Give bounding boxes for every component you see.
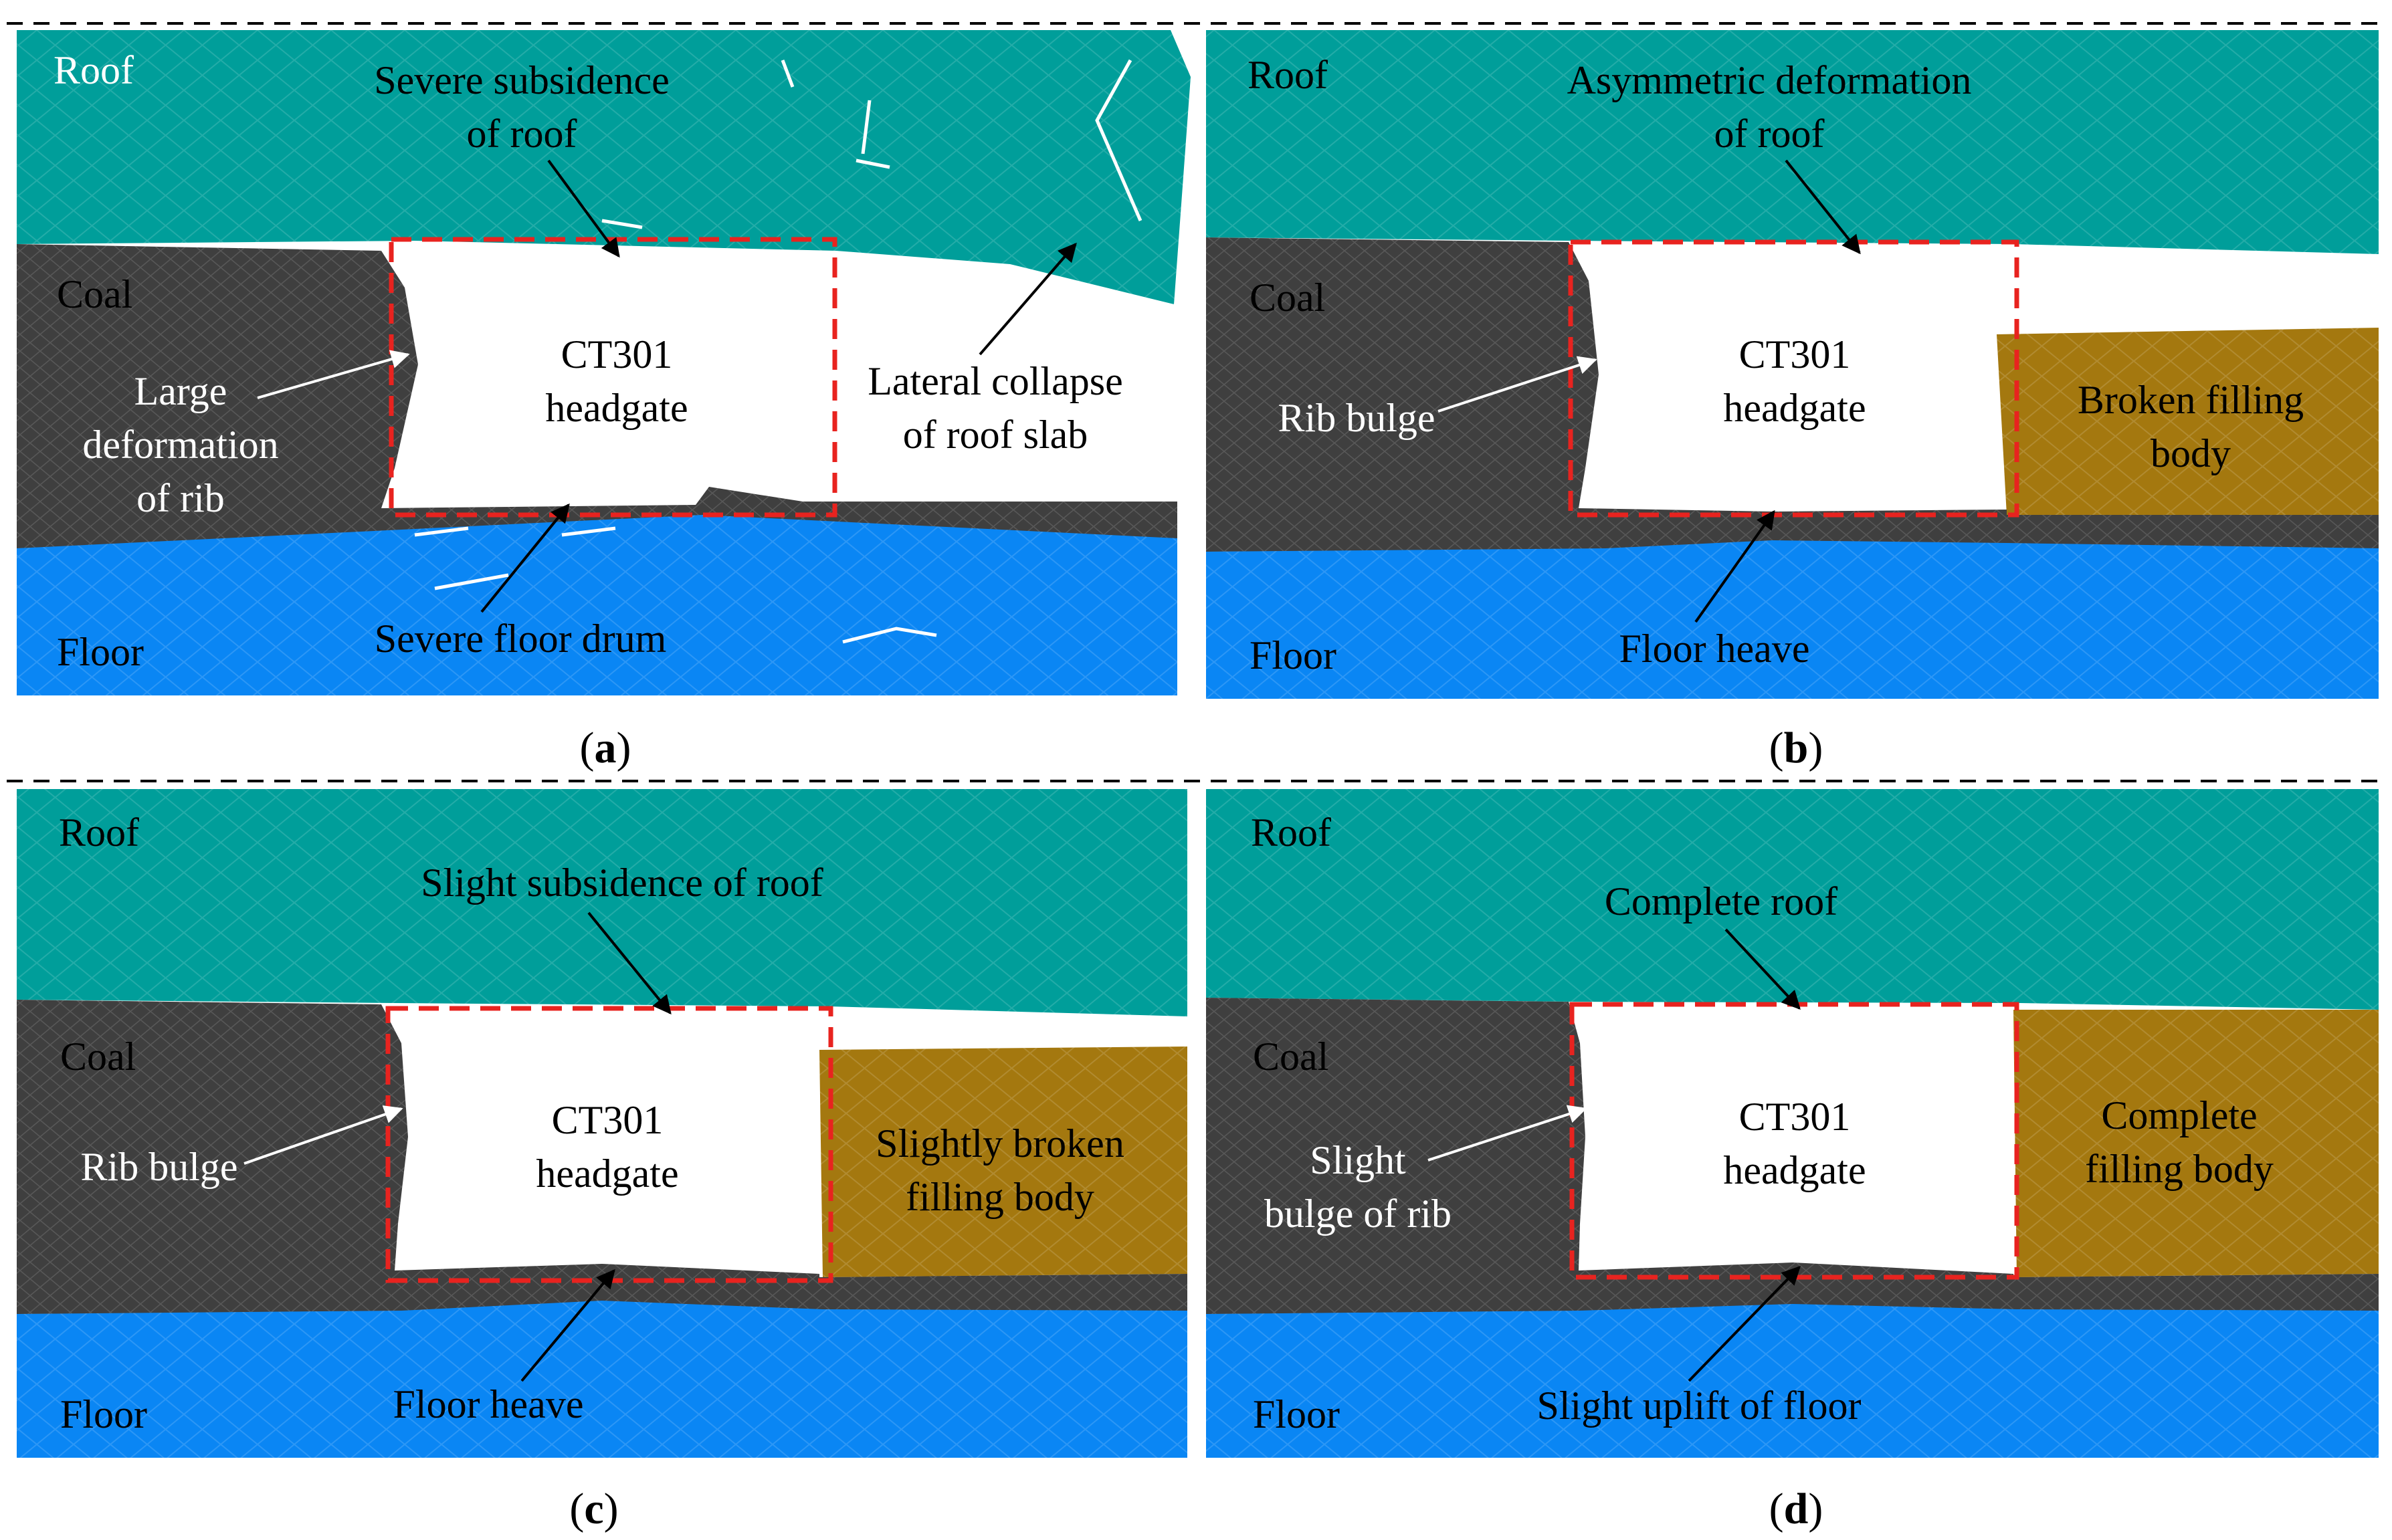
panel-d-coal-label: Coal xyxy=(1253,1034,1328,1079)
panel-c-caption: (c) xyxy=(569,1484,618,1533)
panel-a-caption: (a) xyxy=(580,724,631,772)
panel-c-bottom-annotation: Floor heave xyxy=(393,1382,584,1426)
panel-d-left-arrow xyxy=(1427,1105,1587,1162)
panel-c-roadway-line1: CT301 xyxy=(552,1098,664,1142)
panel-c-bottom-arrow xyxy=(520,1269,615,1382)
panel-a-roof-cracks xyxy=(414,59,1142,644)
panel-d-right-annotation-line1: Complete xyxy=(2101,1093,2257,1137)
panel-b: Roof Coal Floor CT301 headgate Asymmetri… xyxy=(1206,30,2379,772)
panel-d-floor-label: Floor xyxy=(1253,1392,1340,1436)
panel-d-roof-label: Roof xyxy=(1251,810,1331,855)
panel-a-roadway-line1: CT301 xyxy=(561,332,673,376)
panel-b-right-annotation-line1: Broken filling xyxy=(2078,378,2304,422)
panel-b-left-annotation: Rib bulge xyxy=(1278,396,1435,440)
panel-a-roof-label: Roof xyxy=(54,48,134,92)
panel-a-bottom-annotation: Severe floor drum xyxy=(375,617,667,661)
panel-a-roadway-outline xyxy=(389,237,837,518)
panel-d-caption: (d) xyxy=(1769,1484,1823,1533)
panel-d-roadway-outline xyxy=(1569,1002,2019,1280)
panel-c-caption-letter: c xyxy=(584,1484,603,1533)
panel-b-roadway-outline xyxy=(1568,239,2019,518)
panel-c: Roof Coal Floor CT301 headgate Slight su… xyxy=(17,789,1187,1533)
panel-d-roadway-line1: CT301 xyxy=(1739,1095,1851,1139)
panel-b-top-annotation-line2: of roof xyxy=(1714,112,1825,156)
panel-c-top-annotation: Slight subsidence of roof xyxy=(421,861,823,905)
panel-a-right-arrow xyxy=(979,242,1077,356)
panel-a-left-annotation-line2: deformation xyxy=(82,423,278,467)
panel-d-bottom-arrow xyxy=(1688,1265,1801,1382)
panel-c-left-annotation: Rib bulge xyxy=(81,1145,238,1189)
panel-b-right-annotation-line2: body xyxy=(2151,431,2231,475)
panel-d-roadway-line2: headgate xyxy=(1723,1148,1866,1192)
panel-a-caption-letter: a xyxy=(595,724,617,772)
panel-c-right-annotation-line2: filling body xyxy=(906,1175,1094,1219)
panel-a-floor-label: Floor xyxy=(57,630,144,674)
panel-a-right-annotation-line2: of roof slab xyxy=(903,413,1088,457)
panel-a-left-annotation-line1: Large xyxy=(134,369,227,413)
panel-b-left-arrow xyxy=(1437,356,1597,413)
panel-d-top-arrow xyxy=(1724,928,1801,1010)
panel-a-top-annotation-line2: of roof xyxy=(467,112,577,156)
panel-b-caption-letter: b xyxy=(1784,724,1809,772)
panel-a-bottom-arrow xyxy=(480,503,570,613)
panel-a: Roof Coal Floor CT301 headgate Severe su… xyxy=(17,30,1191,772)
panel-a-left-annotation-line3: of rib xyxy=(136,476,225,520)
panel-d-caption-letter: d xyxy=(1784,1484,1809,1533)
panel-b-top-annotation-line1: Asymmetric deformation xyxy=(1567,58,1972,102)
panel-a-top-annotation-line1: Severe subsidence xyxy=(374,58,670,102)
panel-c-roadway-outline xyxy=(385,1006,833,1283)
panel-c-floor-label: Floor xyxy=(60,1392,147,1436)
panel-a-top-arrow xyxy=(547,159,620,258)
panel-d-top-annotation: Complete roof xyxy=(1605,879,1837,923)
panel-b-roadway-line1: CT301 xyxy=(1739,332,1851,376)
panel-a-roadway-line2: headgate xyxy=(545,386,688,430)
panel-c-coal-label: Coal xyxy=(60,1034,136,1079)
panel-c-right-annotation-line1: Slightly broken xyxy=(876,1121,1124,1166)
panel-b-bottom-arrow xyxy=(1694,510,1775,623)
panel-b-top-arrow xyxy=(1785,159,1861,255)
panel-c-top-arrow xyxy=(587,911,672,1015)
panel-b-roof-label: Roof xyxy=(1248,53,1328,97)
panel-d-left-annotation-line2: bulge of rib xyxy=(1264,1192,1452,1236)
panel-b-coal-label: Coal xyxy=(1250,276,1325,320)
panel-a-coal-label: Coal xyxy=(57,272,132,316)
panel-c-left-arrow xyxy=(243,1105,403,1165)
panel-d-bottom-annotation: Slight uplift of floor xyxy=(1537,1384,1862,1428)
panel-d-left-annotation-line1: Slight xyxy=(1310,1138,1406,1182)
panel-b-floor-label: Floor xyxy=(1250,633,1336,677)
panel-c-roof-label: Roof xyxy=(59,810,139,855)
panel-b-caption: (b) xyxy=(1769,724,1823,772)
panel-d: Roof Coal Floor CT301 headgate Complete … xyxy=(1206,789,2379,1533)
panel-b-roadway-line2: headgate xyxy=(1723,386,1866,430)
panel-a-left-arrow xyxy=(257,350,410,399)
panel-a-right-annotation-line1: Lateral collapse xyxy=(868,359,1122,403)
panel-c-roadway-line2: headgate xyxy=(536,1151,678,1196)
panel-d-right-annotation-line2: filling body xyxy=(2085,1147,2274,1191)
panel-b-bottom-annotation: Floor heave xyxy=(1619,627,1810,671)
